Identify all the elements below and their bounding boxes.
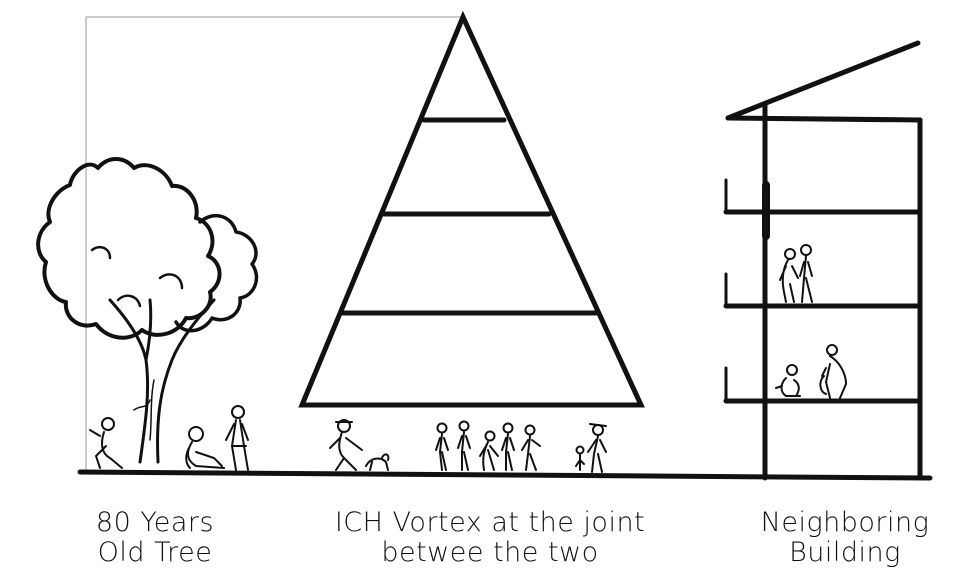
old-tree-sketch (36, 157, 259, 464)
caption-old-tree-line1: 80 Years (95, 507, 215, 538)
people-under-vortex (329, 419, 607, 473)
vortex-triangle (298, 10, 645, 408)
building-roof-slab (725, 115, 923, 123)
ground-line (77, 469, 933, 481)
caption-old-tree: 80 Years Old Tree (55, 508, 255, 568)
triangle-outline (298, 10, 645, 408)
building-roof (725, 40, 921, 121)
people-near-tree (89, 405, 249, 471)
height-guide-lines (85, 16, 463, 470)
tree-crown-left (36, 157, 222, 340)
caption-neighboring-building-line1: Neighboring (760, 507, 930, 538)
caption-neighboring-building: Neighboring Building (735, 508, 955, 568)
caption-ich-vortex-line1: ICH Vortex at the joint (334, 507, 646, 538)
people-in-building (775, 244, 848, 399)
caption-neighboring-building-line2: Building (789, 537, 901, 568)
caption-old-tree-line2: Old Tree (97, 537, 213, 568)
tree-crown-right (174, 213, 259, 333)
neighboring-building (723, 40, 923, 481)
tree-trunk (108, 298, 216, 464)
caption-ich-vortex-line2: betwee the two (381, 537, 599, 568)
caption-ich-vortex: ICH Vortex at the joint betwee the two (300, 508, 680, 568)
